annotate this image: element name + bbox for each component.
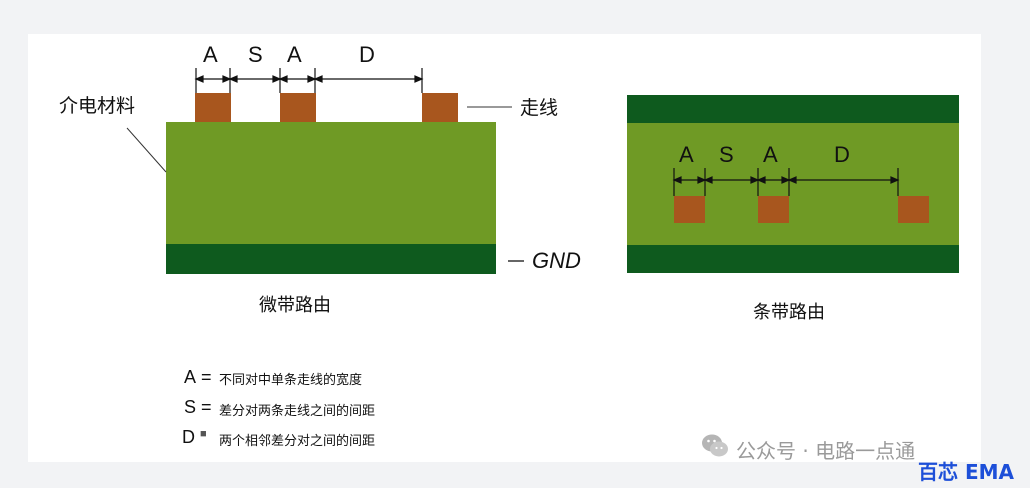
stripline-top-ground [627,95,959,123]
microstrip-dim-s: S [248,42,263,67]
stripline-dimension-lines [672,168,900,196]
legend-sep-a: = [201,367,212,387]
stripline-bottom-ground [627,245,959,273]
microstrip-dielectric [166,122,496,244]
stripline-trace-1 [674,196,705,223]
legend-sep-s: = [201,397,212,417]
stripline-dim-s: S [719,142,734,167]
microstrip-dim-a1: A [203,42,218,67]
legend-text-a: 不同对中单条走线的宽度 [219,373,363,388]
microstrip-dim-d: D [359,42,375,67]
stripline-caption: 条带路由 [753,302,825,323]
legend-text-d: 两个相邻差分对之间的间距 [219,434,376,449]
microstrip-trace-1 [195,93,231,122]
stripline-dim-a2: A [763,142,778,167]
microstrip-dimension-lines [194,68,424,93]
dielectric-leader-line [126,127,167,173]
stripline-dielectric [627,123,959,245]
microstrip-dim-a2: A [287,42,302,67]
brand-logo-text: 百芯 EMA [918,460,1015,484]
stripline-dim-d: D [834,142,850,167]
stripline-trace-3 [898,196,929,223]
microstrip-trace-2 [280,93,316,122]
watermark-text: 公众号 · 电路一点通 [736,439,916,463]
trace-label: 走线 [520,97,559,119]
dielectric-label: 介电材料 [59,95,136,117]
legend-key-s: S [184,397,197,417]
microstrip-ground-plane [166,244,496,274]
microstrip-trace-3 [422,93,458,122]
legend-text-s: 差分对两条走线之间的间距 [219,404,376,419]
stripline-trace-2 [758,196,789,223]
legend-sep-d: ■ [200,428,207,440]
legend-key-d: D [182,427,195,447]
legend-key-a: A [184,367,197,387]
microstrip-caption: 微带路由 [259,295,331,316]
stripline-dim-a1: A [679,142,694,167]
wechat-icon [702,434,728,457]
gnd-label: GND [532,248,581,273]
